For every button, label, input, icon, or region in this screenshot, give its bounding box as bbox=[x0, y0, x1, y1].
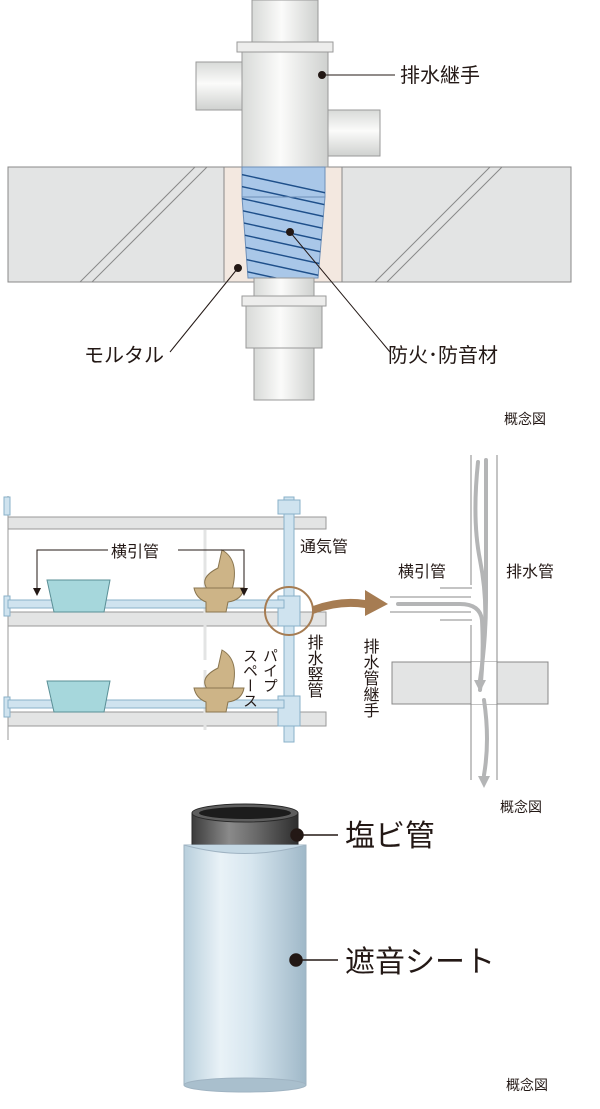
riser-label: 排水竪管 bbox=[305, 634, 324, 698]
pvc-pipe-illustration bbox=[183, 803, 307, 1093]
concept-label-2: 概念図 bbox=[500, 799, 542, 816]
horizontal-label-1: 横引管 bbox=[111, 542, 159, 561]
sink-upper bbox=[46, 579, 111, 613]
mortar-label: モルタル bbox=[84, 343, 164, 367]
sink-lower bbox=[46, 680, 111, 713]
horizontal-label-2: 横引管 bbox=[398, 562, 446, 581]
concept-label-3: 概念図 bbox=[506, 1077, 548, 1094]
lower-drain-pipe bbox=[241, 277, 327, 401]
building-section bbox=[3, 496, 327, 743]
drain-joint-label: 排水管継手 bbox=[361, 638, 380, 719]
pipe-space-label-1: パイプ bbox=[261, 648, 279, 693]
vent-label: 通気管 bbox=[300, 537, 348, 556]
fireproof-material bbox=[241, 166, 326, 279]
toilet-lower bbox=[193, 649, 245, 713]
detail-arrow bbox=[313, 590, 388, 616]
detail-drawing bbox=[390, 455, 549, 788]
leaders-section-1 bbox=[169, 71, 395, 353]
fireproof-label: 防火･防音材 bbox=[388, 343, 498, 367]
sound-sheet-label: 遮音シート bbox=[345, 945, 495, 980]
leaders-section-3 bbox=[289, 828, 338, 967]
toilet-upper bbox=[193, 549, 245, 613]
joint-label: 排水継手 bbox=[400, 63, 480, 87]
pipe-space-label-2: スペース bbox=[241, 648, 259, 708]
pvc-label: 塩ビ管 bbox=[345, 819, 435, 854]
concept-label-1: 概念図 bbox=[504, 411, 546, 428]
upper-drain-pipe bbox=[195, 0, 381, 168]
drain-label: 排水管 bbox=[506, 562, 554, 581]
